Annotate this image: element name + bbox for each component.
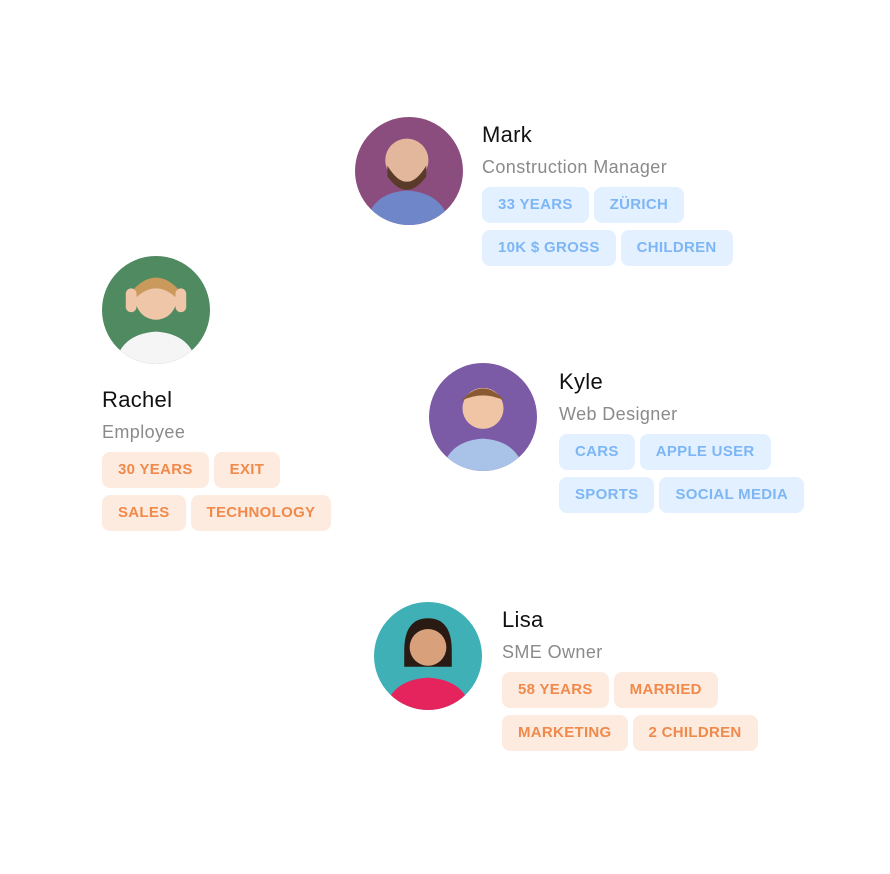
tag: CHILDREN	[620, 230, 733, 266]
tag: MARRIED	[613, 672, 718, 708]
tag: 30 YEARS	[102, 452, 209, 488]
avatar-mark	[355, 117, 463, 225]
tag: SOCIAL MEDIA	[659, 477, 804, 513]
profile-name: Lisa	[502, 607, 544, 632]
tag: 2 CHILDREN	[632, 715, 758, 751]
tag: SALES	[102, 495, 186, 531]
tag: CARS	[559, 434, 635, 470]
profile-role: Construction Manager	[482, 157, 668, 177]
avatar-rachel	[102, 256, 210, 364]
profile-name: Rachel	[102, 387, 173, 412]
profile-name: Kyle	[559, 369, 603, 394]
tag: 58 YEARS	[502, 672, 609, 708]
tag: 10K $ GROSS	[482, 230, 616, 266]
profile-role: SME Owner	[502, 642, 603, 662]
tag: 33 YEARS	[482, 187, 589, 223]
tag: MARKETING	[502, 715, 628, 751]
tag: TECHNOLOGY	[190, 495, 332, 531]
tag: ZÜRICH	[593, 187, 685, 223]
tag: APPLE USER	[639, 434, 771, 470]
profile-name: Mark	[482, 122, 533, 147]
avatar-lisa	[374, 602, 482, 710]
profile-role: Employee	[102, 422, 186, 442]
tag: SPORTS	[559, 477, 655, 513]
profile-role: Web Designer	[559, 404, 678, 424]
avatar-kyle	[429, 363, 537, 471]
tag: EXIT	[213, 452, 281, 488]
